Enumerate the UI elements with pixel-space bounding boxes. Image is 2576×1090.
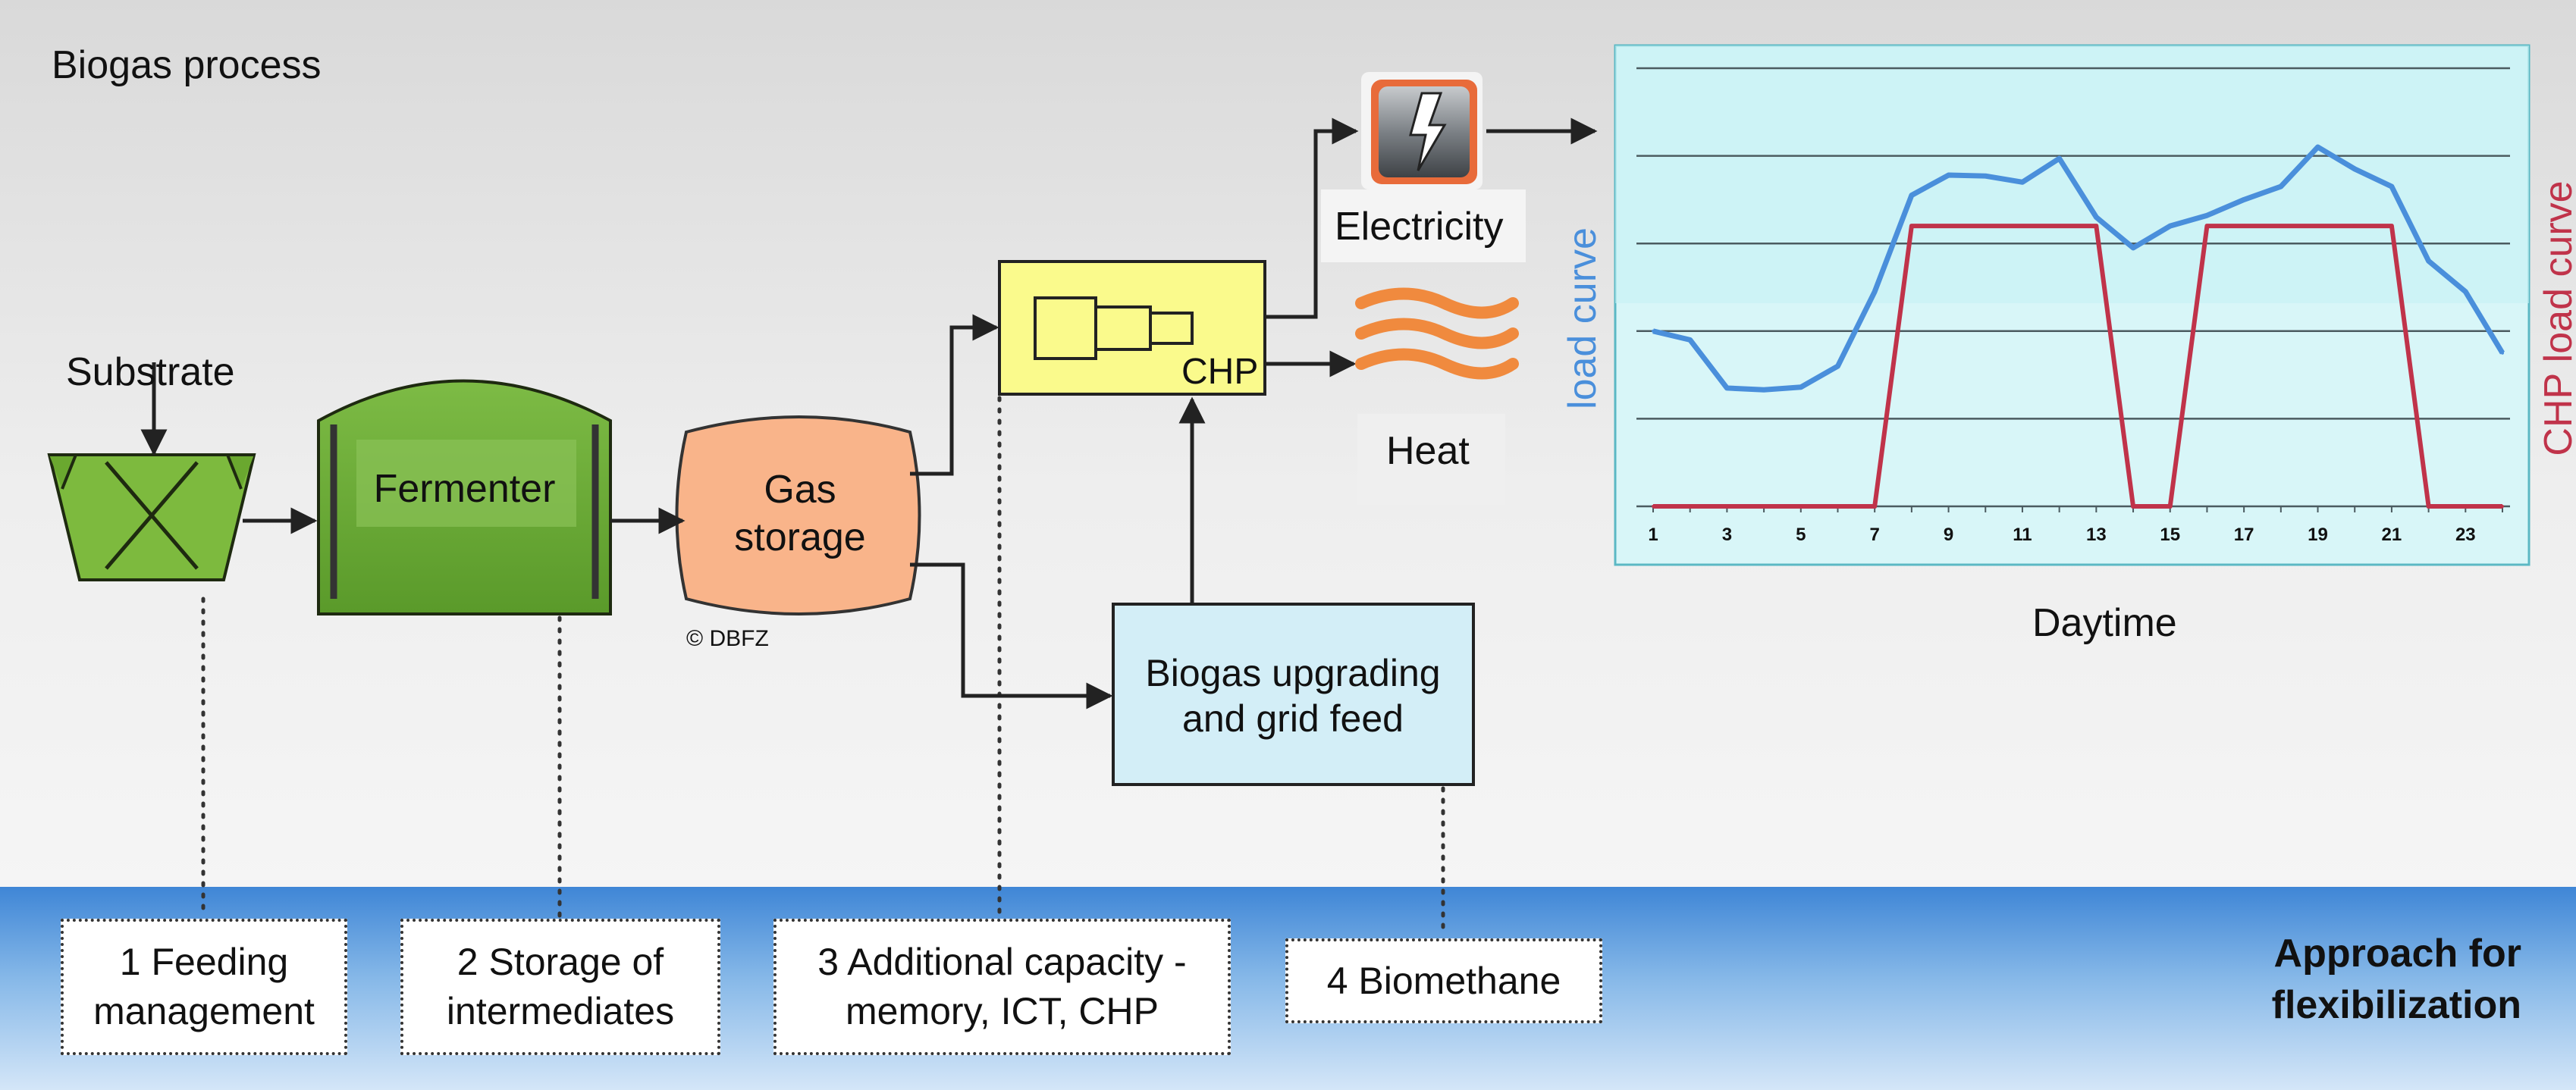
fermenter-label: Fermenter	[373, 466, 556, 511]
load-curve-point	[2353, 167, 2357, 171]
chp-load-curve-point	[1725, 505, 1729, 508]
upgrading-label: Biogas upgrading and grid feed	[1145, 651, 1441, 740]
x-tick-label: 21	[2382, 525, 2402, 545]
load-curve-point	[1873, 290, 1877, 293]
chp-load-curve-point	[1984, 224, 1988, 228]
load-curve-point	[2316, 146, 2320, 149]
load-curve-point	[1799, 385, 1803, 389]
chp-load-curve-point	[2464, 505, 2468, 508]
y-axis-label-right: CHP load curve	[2537, 180, 2576, 456]
x-tick-label: 9	[1944, 525, 1953, 545]
chp-load-curve-point	[2279, 224, 2283, 228]
load-curve-point	[1652, 329, 1655, 333]
substrate-label: Substrate	[66, 350, 235, 394]
chp-load-curve-point	[2205, 224, 2209, 228]
chp-load-curve-point	[2094, 224, 2098, 228]
dotted-connectors	[201, 396, 1445, 938]
chp-load-curve-point	[2353, 224, 2357, 228]
load-curve-point	[1725, 386, 1729, 390]
load-curve-point	[2205, 214, 2209, 218]
x-tick-label: 15	[2160, 525, 2180, 545]
chp-load-curve-point	[1909, 224, 1913, 228]
chp-load-curve-point	[2020, 224, 2024, 228]
chp-load-curve-point	[1799, 505, 1803, 508]
x-tick-label: 5	[1796, 525, 1806, 545]
chp-load-curve-point	[2132, 505, 2135, 508]
load-curve-point	[2132, 246, 2135, 249]
load-curve-point	[2389, 185, 2393, 189]
load-curve-point	[2501, 351, 2504, 355]
approach-label: Approach for flexibilization	[2271, 932, 2521, 1027]
lightning-icon	[1361, 72, 1483, 189]
load-curve-point	[2242, 198, 2246, 202]
heat-waves-icon	[1355, 287, 1519, 380]
load-curve-point	[2094, 215, 2098, 219]
heat-label: Heat	[1386, 429, 1470, 473]
chp-load-curve-point	[1947, 224, 1950, 228]
load-curve-point	[1984, 174, 1988, 178]
approach-storage-of-intermediates: 2 Storage of intermediates	[400, 919, 720, 1055]
upgrading-box	[1112, 603, 1475, 786]
load-curve-point	[1836, 365, 1840, 368]
approach-biomethane: 4 Biomethane	[1285, 938, 1602, 1023]
chp-load-curve-point	[1762, 505, 1766, 508]
feeder-hopper-icon	[47, 453, 256, 581]
gas-storage-label: Gas storage	[734, 468, 866, 559]
load-curve-point	[1762, 388, 1766, 392]
chp-load-curve-point	[2501, 505, 2504, 508]
fermenter	[317, 379, 612, 615]
load-curve-line	[1652, 144, 2505, 393]
heat-label-bg	[1357, 414, 1505, 505]
y-axis-label-left: load curve	[1561, 227, 1605, 409]
x-tick-label: 11	[2013, 525, 2032, 545]
load-curve-point	[1909, 193, 1913, 197]
approach-additional-capacity: 3 Additional capacity - memory, ICT, CHP	[773, 919, 1231, 1055]
gas-storage	[675, 415, 921, 615]
electricity-label-bg	[1321, 189, 1526, 262]
chp-load-curve-point	[2427, 505, 2430, 508]
x-tick-label: 7	[1869, 525, 1879, 545]
chart-series	[1652, 144, 2505, 509]
copyright: © DBFZ	[686, 626, 769, 651]
load-curve-point	[1947, 174, 1950, 177]
chp-load-curve-point	[2168, 505, 2172, 508]
chp-load-curve-point	[2389, 224, 2393, 228]
chp-load-curve-point	[2316, 224, 2320, 228]
flow-arrows	[243, 117, 1598, 709]
x-tick-label: 19	[2308, 525, 2328, 545]
x-tick-label: 13	[2086, 525, 2107, 545]
chp-load-curve-point	[2242, 224, 2246, 228]
x-tick-label: 1	[1648, 525, 1658, 545]
x-tick-label: 17	[2234, 525, 2254, 545]
electricity-label: Electricity	[1335, 205, 1504, 249]
chp-load-curve-point	[2057, 224, 2061, 228]
chart-grid	[1636, 67, 2510, 420]
load-curve-point	[2279, 185, 2283, 189]
x-axis-label: Daytime	[2032, 601, 2177, 645]
load-curve-point	[1688, 338, 1692, 342]
load-curve-point	[2427, 259, 2430, 263]
load-curve-point	[2020, 180, 2024, 184]
chp-unit	[998, 260, 1266, 396]
chp-load-curve-point	[1836, 505, 1840, 508]
chp-load-curve-line	[1653, 224, 2502, 509]
page-title: Biogas process	[52, 43, 322, 87]
load-curve-point	[2168, 224, 2172, 228]
chp-label: CHP	[1181, 352, 1259, 392]
x-tick-label: 3	[1722, 525, 1732, 545]
load-curve-point	[2464, 290, 2468, 293]
approach-feeding-management: 1 Feeding management	[61, 919, 347, 1055]
chp-load-curve-point	[1688, 505, 1692, 508]
chp-load-curve-point	[1652, 505, 1655, 508]
load-curve-point	[2057, 157, 2061, 161]
chp-load-curve-point	[1873, 505, 1877, 508]
x-tick-label: 23	[2455, 525, 2476, 545]
